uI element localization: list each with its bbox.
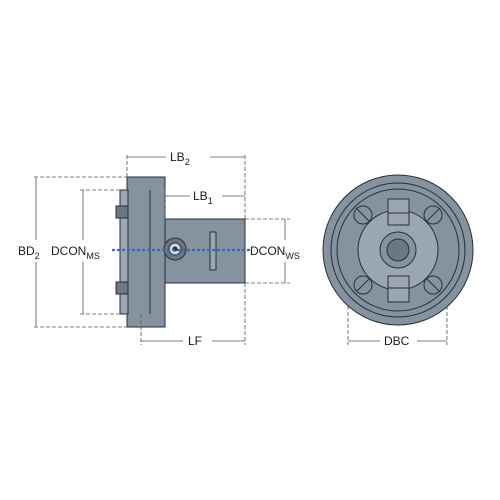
screw-bottom xyxy=(115,281,129,295)
dimensions: LB2 LB1 BD2 DCONMS DCONWS LF xyxy=(18,150,448,348)
dbc-label: DBC xyxy=(384,334,410,348)
lb2-label: LB2 xyxy=(170,150,190,167)
bolt-bottom-right xyxy=(423,275,443,295)
screw-top xyxy=(115,205,129,219)
key-slot-top xyxy=(387,198,410,226)
bolt-top-right xyxy=(423,205,443,225)
flange-body xyxy=(126,176,166,328)
end-ring-2 xyxy=(336,188,460,312)
dconms-label: DCONMS xyxy=(51,244,100,261)
side-view xyxy=(112,176,250,328)
end-view xyxy=(322,174,474,326)
end-center-bore xyxy=(386,238,410,262)
bolt-bottom-left xyxy=(353,275,373,295)
lf-label: LF xyxy=(188,334,202,348)
end-ring-1 xyxy=(330,182,466,318)
lb1-label: LB1 xyxy=(193,189,213,206)
bd2-label: BD2 xyxy=(18,244,40,261)
key-slot-bottom xyxy=(387,275,410,303)
flange-lip xyxy=(119,189,129,315)
dconws-label: DCONWS xyxy=(250,244,300,261)
bolt-top-left xyxy=(353,205,373,225)
